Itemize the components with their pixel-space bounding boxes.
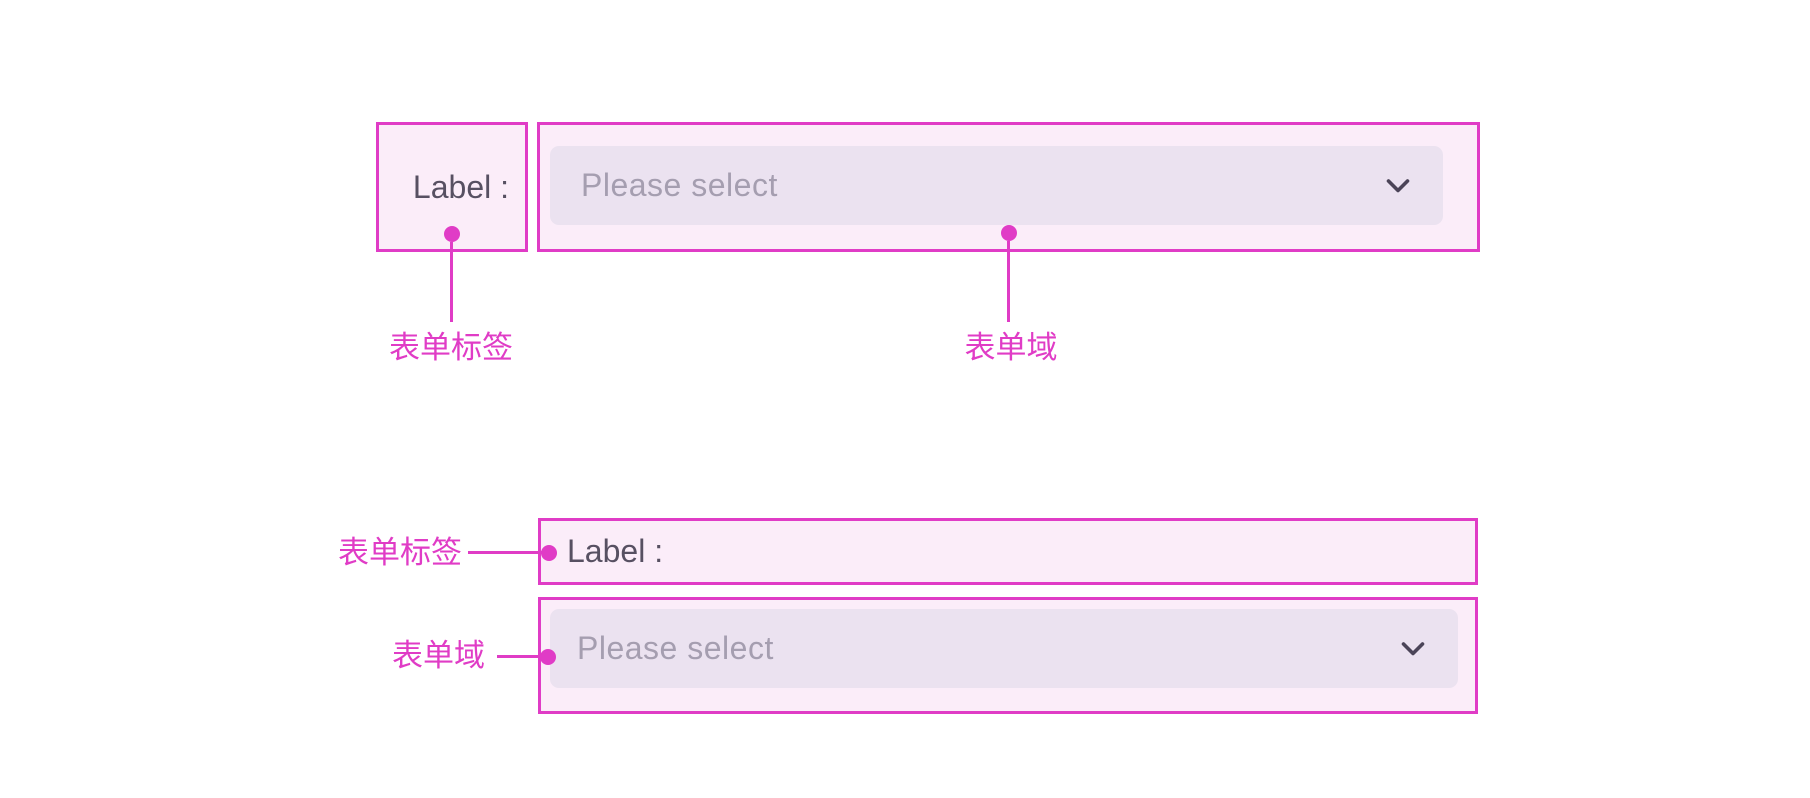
callout-form-label: 表单标签 [389, 330, 513, 365]
callout-dot [1001, 225, 1017, 241]
callout-dot [540, 649, 556, 665]
form-label-text: Label : [567, 533, 664, 569]
callout-dot [444, 226, 460, 242]
chevron-down-icon [1386, 178, 1410, 193]
chevron-down-icon [1401, 641, 1425, 656]
callout-dot [541, 545, 557, 561]
select-input[interactable]: Please select [550, 609, 1458, 688]
select-input[interactable]: Please select [550, 146, 1443, 225]
callout-form-field: 表单域 [392, 638, 485, 673]
select-placeholder: Please select [577, 630, 774, 666]
callout-line [497, 655, 540, 658]
form-label-text: Label : [412, 168, 509, 205]
select-placeholder: Please select [581, 167, 778, 203]
callout-form-field: 表单域 [964, 330, 1058, 365]
callout-line [468, 551, 542, 554]
callout-line [1007, 241, 1010, 322]
callout-line [450, 242, 453, 322]
callout-form-label: 表单标签 [338, 535, 462, 570]
vertical-label-spec-box: Label : [538, 518, 1478, 585]
